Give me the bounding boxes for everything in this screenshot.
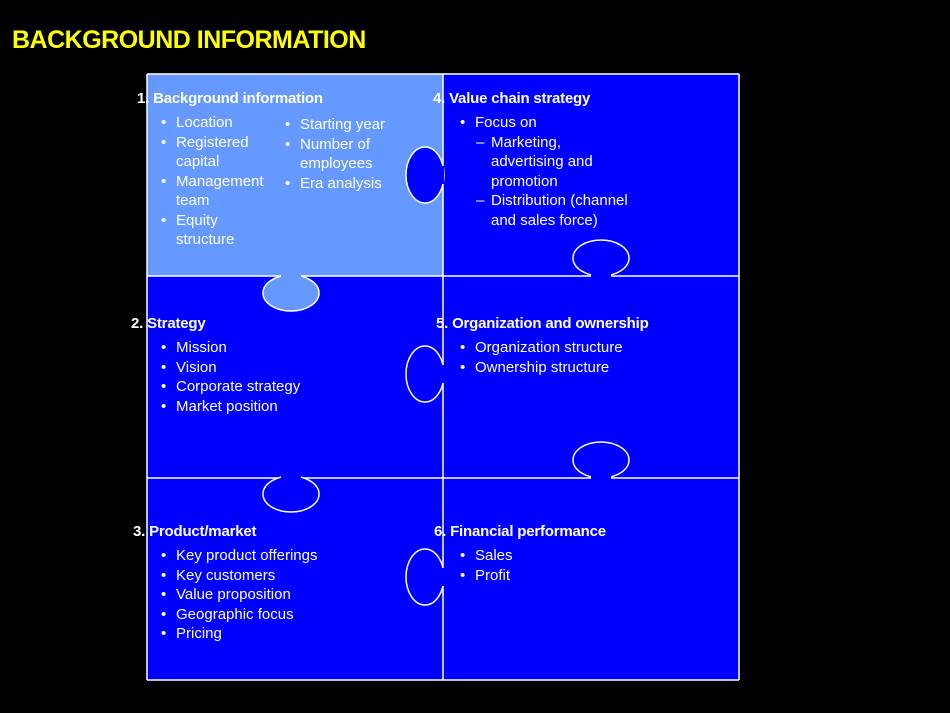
list-item: Starting year bbox=[285, 115, 395, 135]
piece-heading: 4. Value chain strategy bbox=[433, 90, 591, 107]
list-item: Focus on bbox=[460, 113, 660, 133]
sub-list-item: Marketing, advertising and promotion bbox=[476, 133, 611, 192]
list-item: Market position bbox=[161, 397, 300, 417]
piece-heading: 2. Strategy bbox=[131, 315, 206, 332]
sub-list-item: Distribution (channel and sales force) bbox=[476, 191, 651, 230]
list-item: Number of employees bbox=[285, 135, 395, 174]
list-item: Key product offerings bbox=[161, 546, 317, 566]
piece-heading: 6. Financial performance bbox=[434, 523, 606, 540]
list-item: Pricing bbox=[161, 624, 317, 644]
list-item: Vision bbox=[161, 358, 300, 378]
list-item: Registered capital bbox=[161, 133, 271, 172]
list-item: Equity structure bbox=[161, 211, 271, 250]
piece-strategy: 2. Strategy Mission Vision Corporate str… bbox=[131, 315, 300, 416]
slide-title: BACKGROUND INFORMATION bbox=[12, 26, 366, 54]
list-item: Management team bbox=[161, 172, 271, 211]
piece-heading: 5. Organization and ownership bbox=[436, 315, 649, 332]
list-item: Sales bbox=[460, 546, 606, 566]
piece-heading: 3. Product/market bbox=[133, 523, 257, 540]
piece-product-market: 3. Product/market Key product offerings … bbox=[133, 523, 317, 644]
list-item: Era analysis bbox=[285, 174, 395, 194]
piece-value-chain-strategy: 4. Value chain strategy Focus on Marketi… bbox=[433, 90, 660, 230]
list-item: Geographic focus bbox=[161, 605, 317, 625]
piece-financial-performance: 6. Financial performance Sales Profit bbox=[434, 523, 606, 585]
piece-heading: 1. Background information bbox=[137, 90, 323, 107]
puzzle-knob bbox=[572, 441, 630, 479]
list-item: Value proposition bbox=[161, 585, 317, 605]
puzzle-knob bbox=[572, 239, 630, 277]
list-item: Key customers bbox=[161, 566, 317, 586]
list-item: Mission bbox=[161, 338, 300, 358]
list-item: Location bbox=[161, 113, 271, 133]
list-item: Profit bbox=[460, 566, 606, 586]
list-item: Corporate strategy bbox=[161, 377, 300, 397]
list-item: Organization structure bbox=[460, 338, 649, 358]
piece-organization-ownership: 5. Organization and ownership Organizati… bbox=[436, 315, 649, 377]
list-item: Ownership structure bbox=[460, 358, 649, 378]
piece-background-information: 1. Background information Location Regis… bbox=[137, 90, 395, 250]
puzzle-knob bbox=[262, 274, 320, 312]
